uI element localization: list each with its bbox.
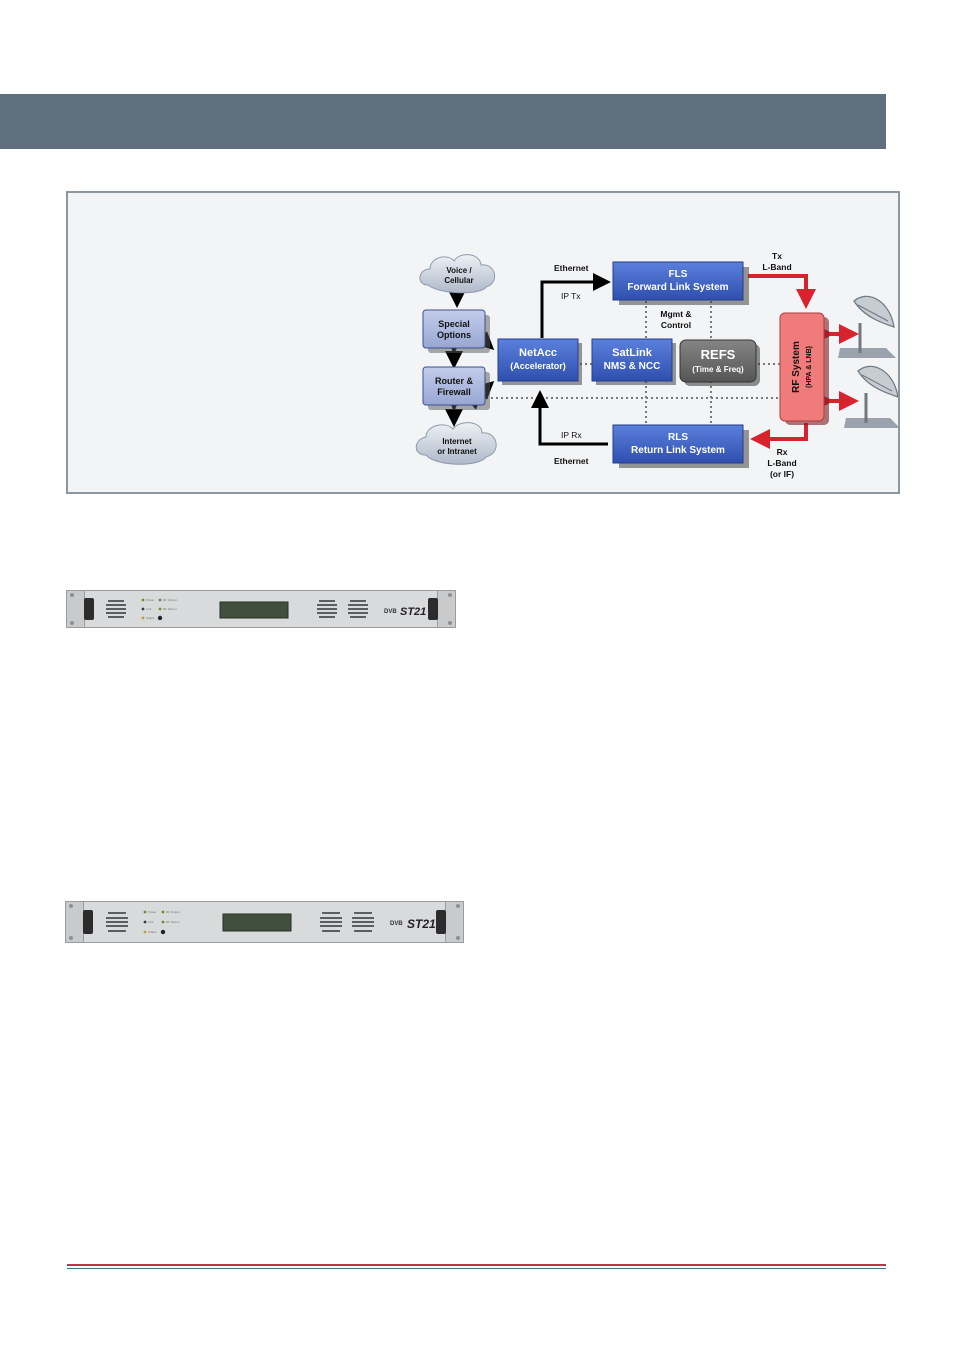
svg-text:Voice /Cellular: Voice /Cellular [444, 266, 473, 285]
svg-text:Router &Firewall: Router &Firewall [435, 376, 474, 397]
led-label: Link [148, 920, 154, 924]
forward-link-system-label: Forward Link System [627, 282, 728, 293]
netacc-label: NetAcc [519, 347, 557, 359]
ethernet-bottom-label: Ethernet [554, 456, 589, 466]
firewall-label: Firewall [437, 387, 471, 397]
intranet-label: or Intranet [437, 447, 477, 456]
voice-label: Voice / [446, 266, 472, 275]
vent-grille-icon [106, 912, 128, 932]
led-label: RF Return [166, 920, 180, 924]
led-label: Status [146, 616, 155, 620]
satlink-label: SatLink [612, 347, 653, 359]
ethernet-top-label: Ethernet [554, 263, 589, 273]
hpa-lnb-label: (HPA & LNB) [806, 346, 813, 388]
router-label: Router & [435, 376, 474, 386]
refs-label: REFS [701, 347, 736, 362]
footer-rule-blue [67, 1268, 886, 1269]
section-header-band [0, 94, 886, 149]
brand-logo: ST21 [407, 917, 436, 931]
rf-system-box: RF System (HPA & LNB) [779, 312, 829, 425]
satellite-dish-icon [838, 295, 896, 358]
led-label: Status [148, 930, 157, 934]
rack-handle-right [428, 598, 438, 620]
rf-arrows [748, 274, 859, 449]
time-freq-label: (Time & Freq) [692, 365, 744, 374]
vent-grille-icon [317, 600, 368, 618]
svg-text:NetAcc(Accelerator): NetAcc (Accelerator) [510, 347, 566, 371]
control-label: Control [661, 320, 691, 330]
dvb-logo: DVB [384, 609, 397, 615]
fls-box: FLS Forward Link System [612, 261, 749, 305]
led-label: Link [146, 607, 152, 611]
internet-label: Internet [442, 437, 472, 446]
rls-label: RLS [668, 432, 688, 443]
led-label: RF Output [166, 910, 180, 914]
rack-handle-right [436, 910, 446, 934]
rx-label: Rx [777, 447, 788, 457]
rls-box: RLS Return Link System [612, 424, 749, 468]
lcd-display [222, 913, 292, 932]
svg-text:REFS(Time & Freq): REFS (Time & Freq) [692, 347, 744, 374]
tx-l-band-label: L-Band [762, 262, 791, 272]
tx-label: Tx [772, 251, 782, 261]
satellite-dish-icon [844, 365, 898, 428]
rack-handle-left [83, 910, 93, 934]
or-if-label: (or IF) [770, 469, 794, 479]
svg-text:TxL-Band: TxL-Band [762, 251, 791, 272]
led-label: RF Output [163, 598, 177, 602]
netacc-box: NetAcc (Accelerator) [497, 338, 582, 385]
refs-box: REFS (Time & Freq) [679, 339, 760, 386]
nms-ncc-label: NMS & NCC [604, 361, 661, 372]
vent-grille-icon [106, 600, 126, 618]
router-firewall-box: Router &Firewall [422, 366, 490, 410]
accelerator-label: (Accelerator) [510, 361, 566, 371]
ethernet-arrows [445, 273, 611, 446]
svg-text:RxL-Band(or IF): RxL-Band(or IF) [767, 447, 796, 479]
led-label: Power [146, 598, 155, 602]
led-label: Power [148, 910, 157, 914]
rx-l-band-label: L-Band [767, 458, 796, 468]
voice-cellular-cloud: Voice /Cellular [419, 254, 496, 294]
mgmt-label: Mgmt & [660, 309, 691, 319]
footer-rule-red [67, 1264, 886, 1266]
lcd-display [219, 601, 289, 619]
dvb-logo: DVB [390, 921, 403, 927]
vent-grille-icon [320, 912, 374, 932]
cellular-label: Cellular [444, 276, 473, 285]
brand-logo: ST21 [400, 606, 426, 618]
svg-text:Mgmt &Control: Mgmt &Control [660, 309, 691, 330]
ip-rx-label: IP Rx [561, 430, 582, 440]
options-label: Options [437, 330, 471, 340]
fls-label: FLS [669, 269, 688, 280]
ip-tx-label: IP Tx [561, 291, 581, 301]
return-link-system-label: Return Link System [631, 445, 725, 456]
special-label: Special [438, 319, 470, 329]
rack-handle-left [84, 598, 94, 620]
rf-system-label: RF System [791, 341, 802, 393]
led-label: RF Return [163, 607, 177, 611]
